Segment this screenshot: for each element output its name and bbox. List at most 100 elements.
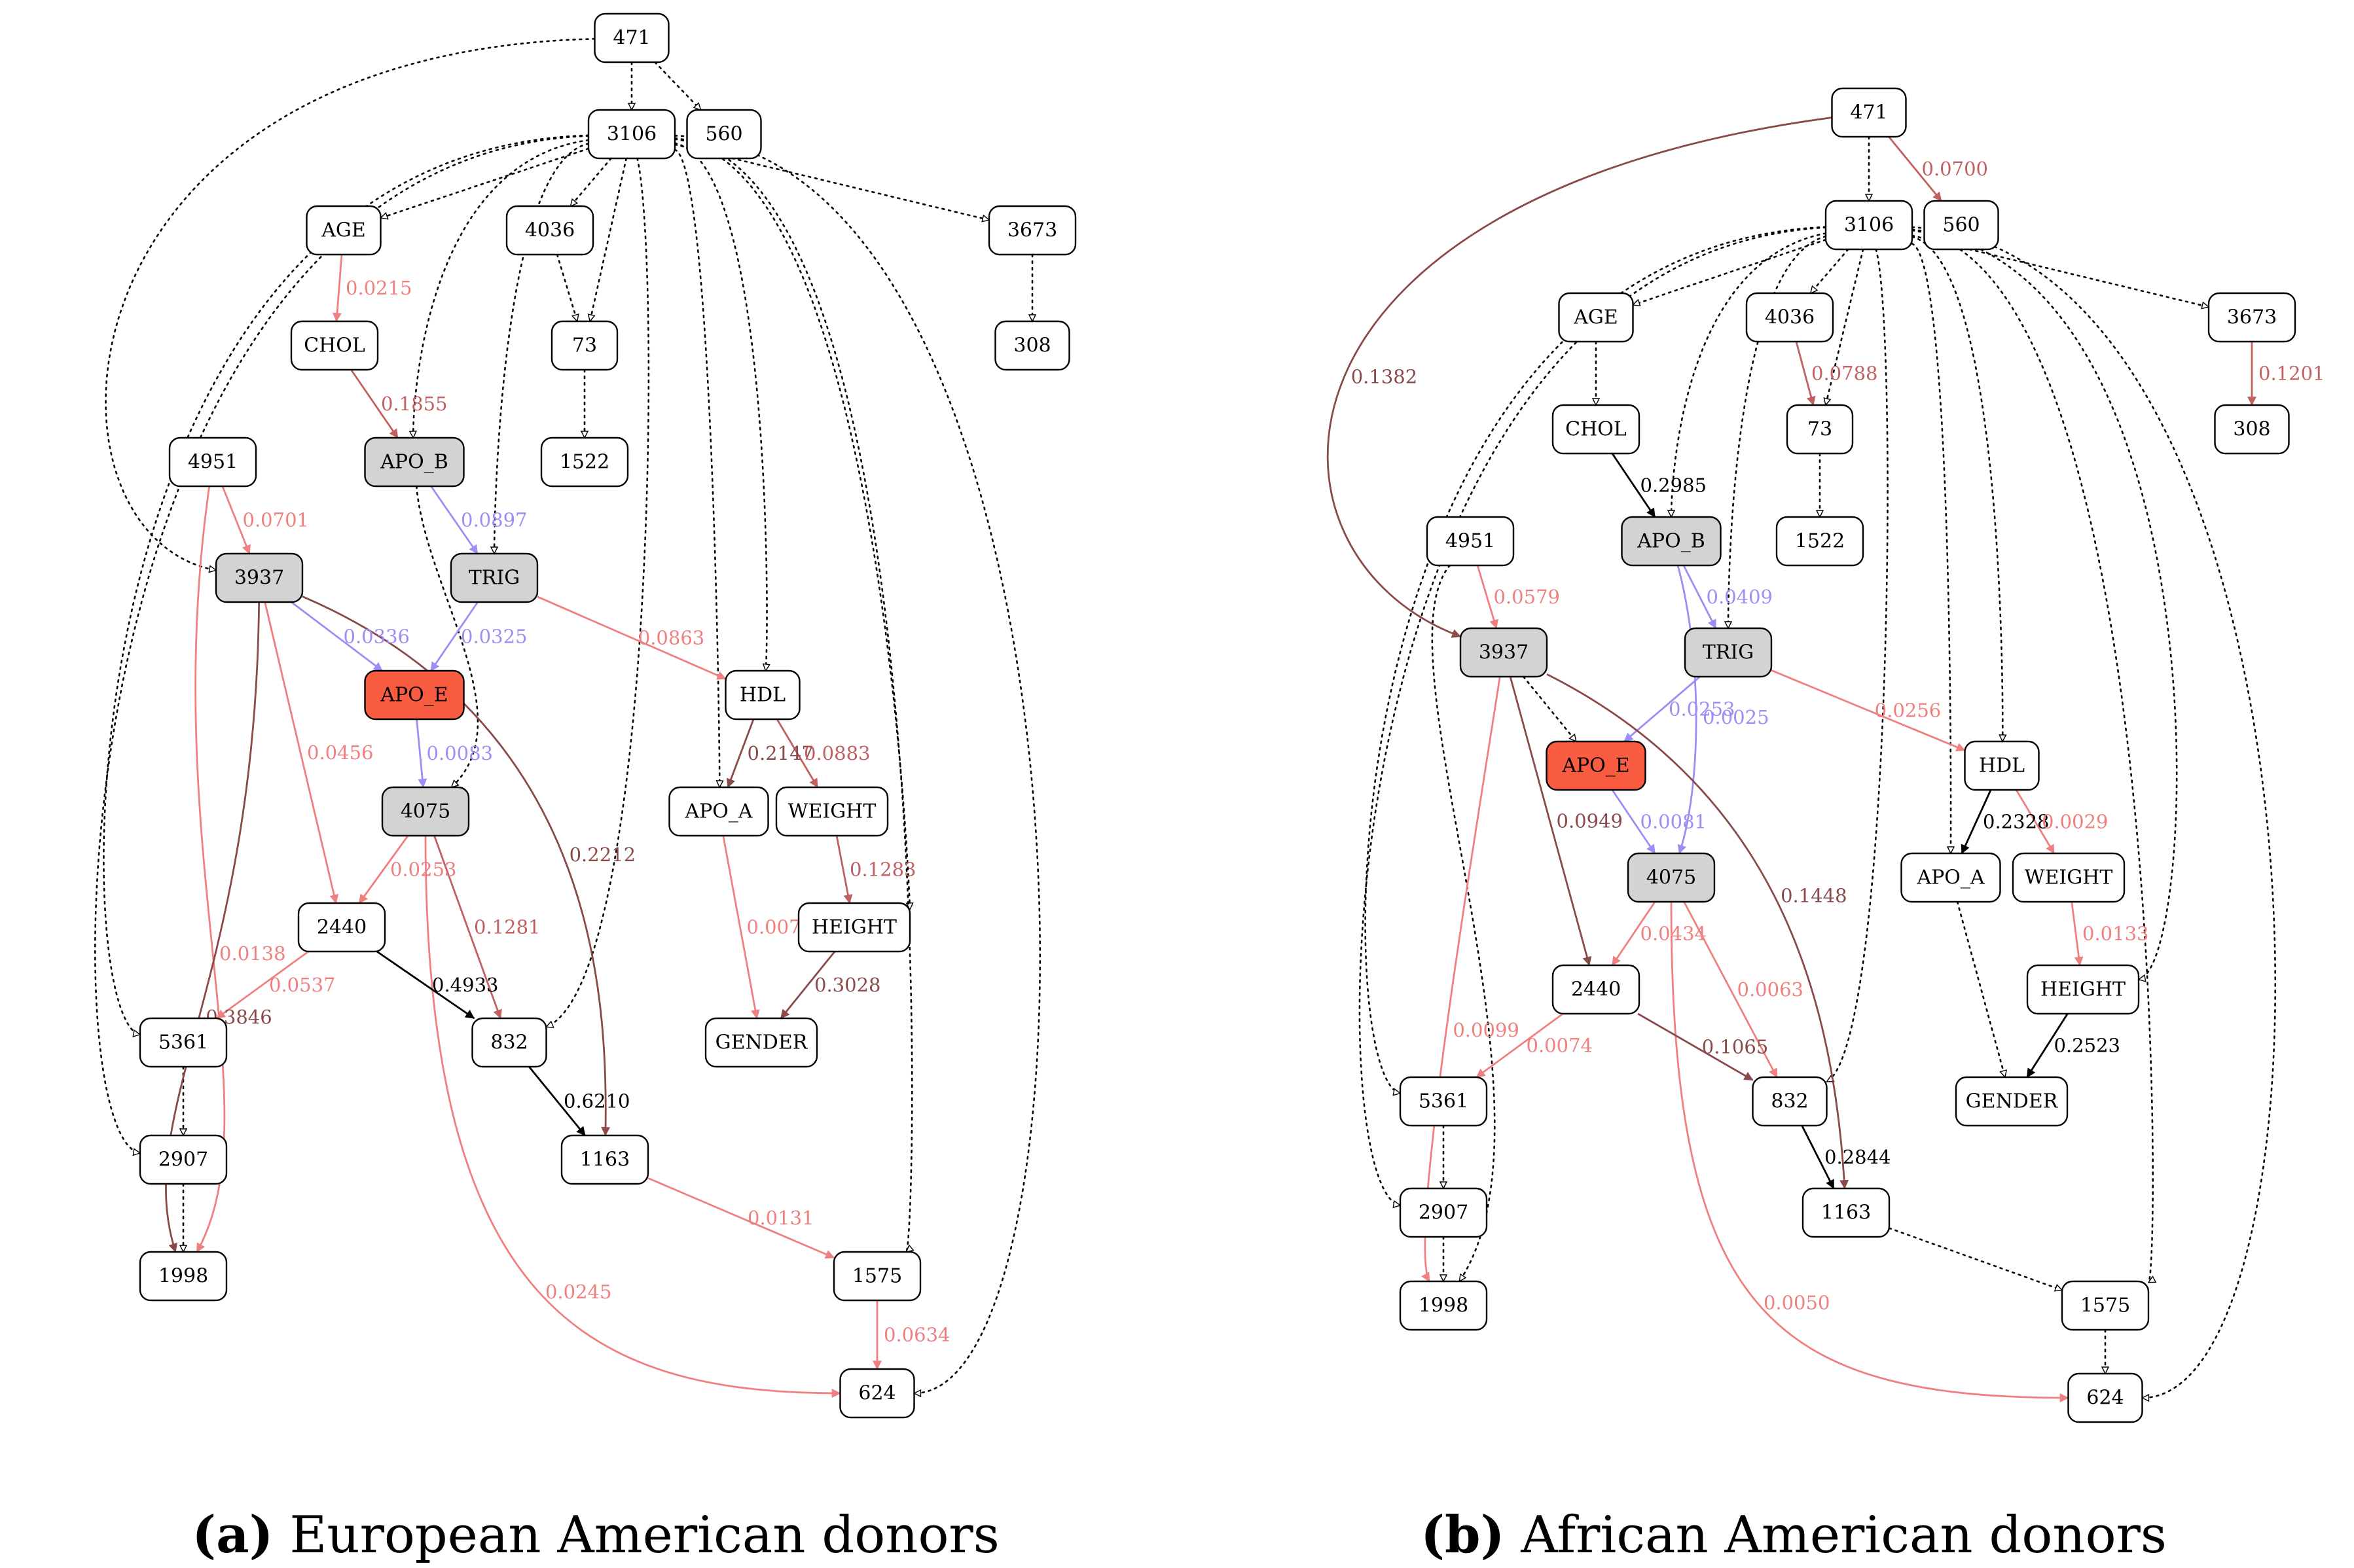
edge-trig-to-hdl — [537, 596, 727, 680]
node-label: 624 — [2086, 1387, 2124, 1410]
node-box — [686, 109, 762, 160]
edge-weight-label: 0.0029 — [2042, 811, 2108, 833]
node-box — [364, 669, 465, 721]
edge-weight-label: 0.0138 — [219, 942, 285, 965]
node-box — [2026, 964, 2140, 1015]
edge-hdl-to-weight — [776, 719, 819, 789]
edge-weight-label: 0.0579 — [1494, 586, 1560, 608]
edge-3106-to-4036 — [1809, 248, 1849, 294]
edge-4075-to-2440 — [358, 835, 409, 904]
edge-weight-label: 0.1065 — [1702, 1036, 1768, 1058]
edge-2440-to-832 — [376, 950, 475, 1020]
node-label: 2440 — [1571, 978, 1621, 1001]
node-box — [1831, 87, 1907, 138]
node-box — [139, 1134, 228, 1185]
node-box — [1551, 964, 1640, 1015]
node-trig: TRIG — [1684, 627, 1773, 678]
edge-3106-to-hdl — [674, 142, 767, 671]
edge-2440-to-5361 — [215, 950, 309, 1020]
node-3106: 3106 — [1824, 200, 1913, 251]
edge-weight-label: 0.1281 — [474, 916, 540, 938]
edge-chol-to-apo-b — [1611, 453, 1656, 518]
edge-471-to-560 — [654, 61, 702, 111]
edge-4075-to-832 — [433, 835, 502, 1020]
edge-3106-to-apo-a — [1911, 243, 1951, 855]
node-label: 3106 — [607, 123, 657, 146]
edge-weight-label: 0.0788 — [1811, 363, 1877, 385]
edge-weight-label: 0.0700 — [1922, 158, 1988, 180]
edge-weight-label: 0.0131 — [748, 1207, 814, 1229]
edge-apo-a-to-gender — [722, 835, 760, 1020]
edge-weight-label: 0.2212 — [570, 844, 636, 866]
edge-4951-to-3937 — [1476, 565, 1498, 630]
node-box — [139, 1017, 228, 1068]
edge-3937-to-2440 — [264, 601, 339, 904]
edge-weight-to-height — [835, 835, 853, 904]
node-label: 308 — [2233, 418, 2270, 441]
node-label: 4075 — [401, 800, 450, 823]
edge-4075-to-2440 — [1611, 901, 1656, 966]
edge-weight-label: 0.0099 — [1453, 1019, 1519, 1041]
node-1163: 1163 — [560, 1134, 649, 1185]
edge-3106-to-trig — [494, 143, 590, 555]
edge-weight-label: 0.4933 — [432, 974, 498, 996]
node-label: 832 — [490, 1031, 528, 1054]
node-560: 560 — [686, 109, 762, 160]
node-5361: 5361 — [1399, 1076, 1488, 1127]
node-box — [1964, 740, 2040, 791]
node-label: APO_E — [380, 684, 448, 707]
node-label: 1522 — [560, 451, 609, 474]
edge-weight-label: 0.2523 — [2054, 1035, 2120, 1057]
node-1163: 1163 — [1802, 1187, 1891, 1238]
node-apo-a: APO_A — [1900, 852, 2001, 903]
node-height: HEIGHT — [797, 902, 911, 953]
node-apo-b: APO_B — [1621, 516, 1722, 567]
edge-weight-label: 0.0025 — [1703, 706, 1769, 728]
node-label: HDL — [740, 684, 786, 707]
node-label: 560 — [705, 123, 742, 146]
node-apo-e: APO_E — [364, 669, 465, 721]
node-label: 3673 — [2227, 306, 2277, 329]
node-box — [1399, 1076, 1488, 1127]
edge-3106-to-832 — [547, 157, 650, 1027]
node-hdl: HDL — [1964, 740, 2040, 791]
edge-471-to-3937 — [105, 38, 596, 570]
edge-3937-to-1163 — [302, 596, 611, 1137]
edge-weight-label: 0.0434 — [1640, 923, 1707, 945]
edge-2440-to-832 — [1637, 1012, 1754, 1081]
edge-4036-to-73 — [1795, 341, 1816, 406]
node-label: 1163 — [580, 1149, 630, 1171]
panel-b-caption-prefix: (b) — [1421, 1505, 1504, 1565]
panel-b-caption-text: African American donors — [1520, 1506, 2167, 1565]
edge-3937-to-apo-e — [291, 601, 383, 672]
edge-apo-b-to-trig — [430, 486, 479, 554]
node-label: 4036 — [525, 219, 575, 242]
edge-3106-to-3673 — [1911, 234, 2209, 307]
edge-4075-to-832 — [1683, 901, 1778, 1078]
panel-a-caption-prefix: (a) — [192, 1505, 273, 1565]
node-box — [797, 902, 911, 953]
node-1575: 1575 — [833, 1251, 922, 1302]
edge-weight-label: 0.0245 — [545, 1281, 611, 1303]
node-3106: 3106 — [587, 109, 676, 160]
node-label: 73 — [1807, 418, 1832, 441]
edge-weight-label: 0.6210 — [564, 1090, 630, 1113]
edge-weight-label: 0.0409 — [1707, 586, 1773, 608]
node-label: APO_E — [1561, 755, 1629, 777]
node-label: 308 — [1013, 334, 1051, 357]
node-box — [1752, 1076, 1828, 1127]
edge-weight-label: 0.0083 — [427, 742, 493, 764]
edge-3106-to-73 — [1826, 248, 1864, 405]
edge-3106-to-5361 — [1364, 226, 1827, 1094]
node-box — [2207, 292, 2296, 343]
edge-3106-to-hdl — [1911, 236, 2002, 743]
edge-apo-b-to-4075 — [415, 485, 479, 789]
node-weight: WEIGHT — [2012, 852, 2126, 903]
node-label: TRIG — [1703, 641, 1754, 664]
node-624: 624 — [2067, 1372, 2143, 1423]
node-label: 1163 — [1821, 1202, 1871, 1224]
edge-3106-to-apo-b — [413, 139, 590, 439]
node-box — [297, 902, 386, 953]
